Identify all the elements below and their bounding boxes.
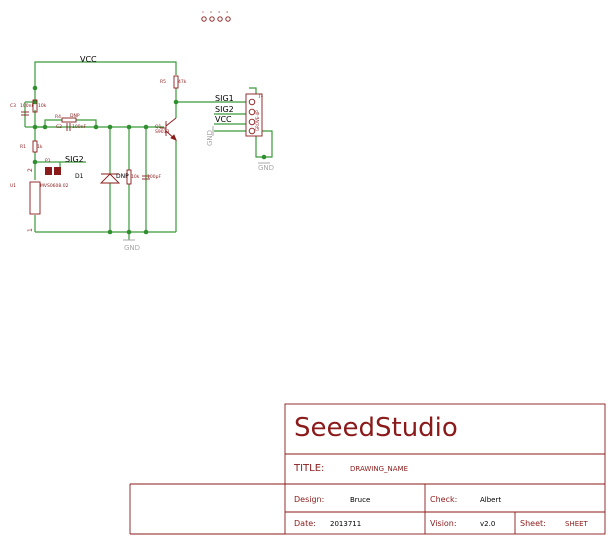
junctions <box>32 85 267 235</box>
label-j1: J1 <box>258 93 263 99</box>
junction <box>32 85 38 91</box>
label-r4-value: DNP <box>70 113 80 119</box>
gnd-symbols <box>123 126 270 241</box>
junction <box>143 124 149 130</box>
pad-p1-right <box>54 167 61 175</box>
top-pin-1 <box>201 16 207 22</box>
design-label: Design: <box>294 495 325 504</box>
pad-p1-left <box>45 167 52 175</box>
junction <box>143 229 149 235</box>
gnd-label-connector: GND <box>258 164 274 172</box>
gnd-labels: GND GND GND <box>124 130 274 252</box>
junction <box>261 154 267 160</box>
label-dnp: DNP <box>116 173 129 180</box>
top-pin-3 <box>217 16 223 22</box>
top-pin-label-3: 3 <box>218 10 220 14</box>
top-pin-4 <box>225 16 231 22</box>
title-label: TITLE: <box>294 463 325 474</box>
label-r5: R5 <box>160 79 166 85</box>
net-label-sig2-d1: SIG2 <box>65 155 84 164</box>
wire-vcc-top <box>34 61 177 102</box>
title-value: DRAWING_NAME <box>350 465 409 473</box>
junction <box>32 124 38 130</box>
label-pin-1: 1 <box>27 228 34 232</box>
gnd-label-side: GND <box>206 130 214 146</box>
junction <box>32 159 38 165</box>
label-r6-value: 10k <box>131 174 140 180</box>
connector-pin <box>248 127 256 135</box>
title-block-border <box>284 403 606 535</box>
top-pin-2 <box>209 16 215 22</box>
sheet-label: Sheet: <box>520 519 546 528</box>
label-d1: D1 <box>75 173 84 180</box>
junction <box>126 124 132 130</box>
sensor-u1 <box>29 181 41 215</box>
net-label-vcc-top: VCC <box>80 55 97 64</box>
top-pin-label-2: 2 <box>210 10 212 14</box>
connector-pin <box>248 108 256 116</box>
net-label-vcc-connector: VCC <box>215 115 232 124</box>
vision-label: Vision: <box>430 519 457 528</box>
junction <box>42 124 48 130</box>
top-pin-label-1: 1 <box>202 10 204 14</box>
label-r5-value: 47k <box>178 79 187 85</box>
check-label: Check: <box>430 495 458 504</box>
junction <box>173 99 179 105</box>
label-r4: R4 <box>55 114 61 120</box>
resistor-r6 <box>126 169 132 185</box>
connector-pin <box>248 118 256 126</box>
junction <box>32 99 38 105</box>
label-c4-value: 100pF <box>147 174 161 180</box>
vision-value: v2.0 <box>480 520 496 528</box>
resistor-r3 <box>32 99 38 113</box>
label-r1-value: 1k <box>37 144 43 150</box>
wires <box>24 61 273 240</box>
components <box>21 75 263 215</box>
label-r1: R1 <box>20 144 26 150</box>
label-c2-value: 100nF <box>72 124 86 130</box>
transistor-q1-collector <box>165 117 177 127</box>
resistor-r5 <box>173 75 179 89</box>
top-pin-label-4: 4 <box>226 10 228 14</box>
label-q1: Q1 <box>155 124 162 130</box>
gnd-label-bottom: GND <box>124 244 140 252</box>
label-r3-value: 10k <box>38 103 47 109</box>
top-header-pins: 1 2 3 4 <box>201 10 231 22</box>
junction <box>93 124 99 130</box>
label-q1-value: S9013 <box>155 129 169 135</box>
net-label-sig1: SIG1 <box>215 94 234 103</box>
junction <box>107 229 113 235</box>
label-c2: C2 <box>56 124 62 130</box>
junction <box>126 229 132 235</box>
label-pin-2: 2 <box>27 168 34 172</box>
connector-pin <box>248 98 256 106</box>
resistor-r1 <box>32 140 38 153</box>
label-c3: C3 <box>10 103 16 109</box>
date-value: 2013711 <box>330 520 362 528</box>
sheet-value: SHEET <box>565 520 588 528</box>
check-value: Albert <box>480 496 502 504</box>
label-c3-value: 100nF <box>20 103 34 109</box>
label-u1-value: MVS0608.02 <box>40 183 69 189</box>
company-name: SeeedStudio <box>294 413 458 443</box>
label-p1: P1 <box>45 158 51 164</box>
label-u1: U1 <box>10 183 16 189</box>
label-grove: GROVE-4P <box>255 110 260 131</box>
net-labels: VCC SIG1 SIG2 VCC SIG2 <box>65 55 234 164</box>
transistor-q1-arrow <box>170 134 177 141</box>
design-value: Bruce <box>350 496 371 504</box>
diode-dnp <box>99 173 121 184</box>
net-label-sig2: SIG2 <box>215 105 234 114</box>
part-labels: R5 47k C3 100nF 10k R4 DNP C2 100nF R1 1… <box>10 79 263 232</box>
date-label: Date: <box>294 519 316 528</box>
resistor-r4 <box>61 117 77 123</box>
title-block-frame <box>129 403 606 535</box>
junction <box>107 124 113 130</box>
